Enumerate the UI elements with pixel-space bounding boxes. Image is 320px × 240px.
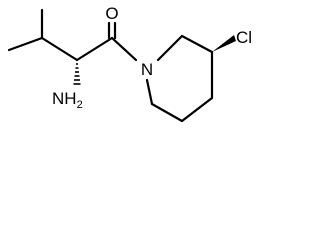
solid-wedge-ring-chlorine — [212, 35, 236, 52]
atom-label-amine-subscript: 2 — [77, 99, 83, 111]
bond-ring-c4-c5 — [180, 96, 214, 123]
bond-ring-c5-c6 — [150, 102, 184, 123]
bond-alpha-carbonyl — [75, 36, 114, 62]
atom-label-oxygen: O — [105, 4, 118, 23]
bond-carbonyl-nitrogen — [110, 36, 138, 62]
bond-methyl-left — [7, 36, 44, 52]
atom-label-amine: NH2 — [52, 89, 83, 111]
atom-label-amine-element: NH — [52, 89, 77, 108]
atom-label-chlorine: Cl — [236, 28, 252, 47]
hashed-wedge-alpha-amine — [73, 63, 81, 85]
bond-isopropyl-alpha — [40, 36, 79, 62]
structural-formula: O NH2 N Cl — [7, 4, 252, 123]
bond-ring-n-c2 — [156, 34, 184, 62]
atom-label-ring-nitrogen: N — [141, 60, 153, 79]
bond-ring-c6-n — [145, 78, 154, 106]
bond-ring-c2-c3 — [180, 34, 214, 54]
